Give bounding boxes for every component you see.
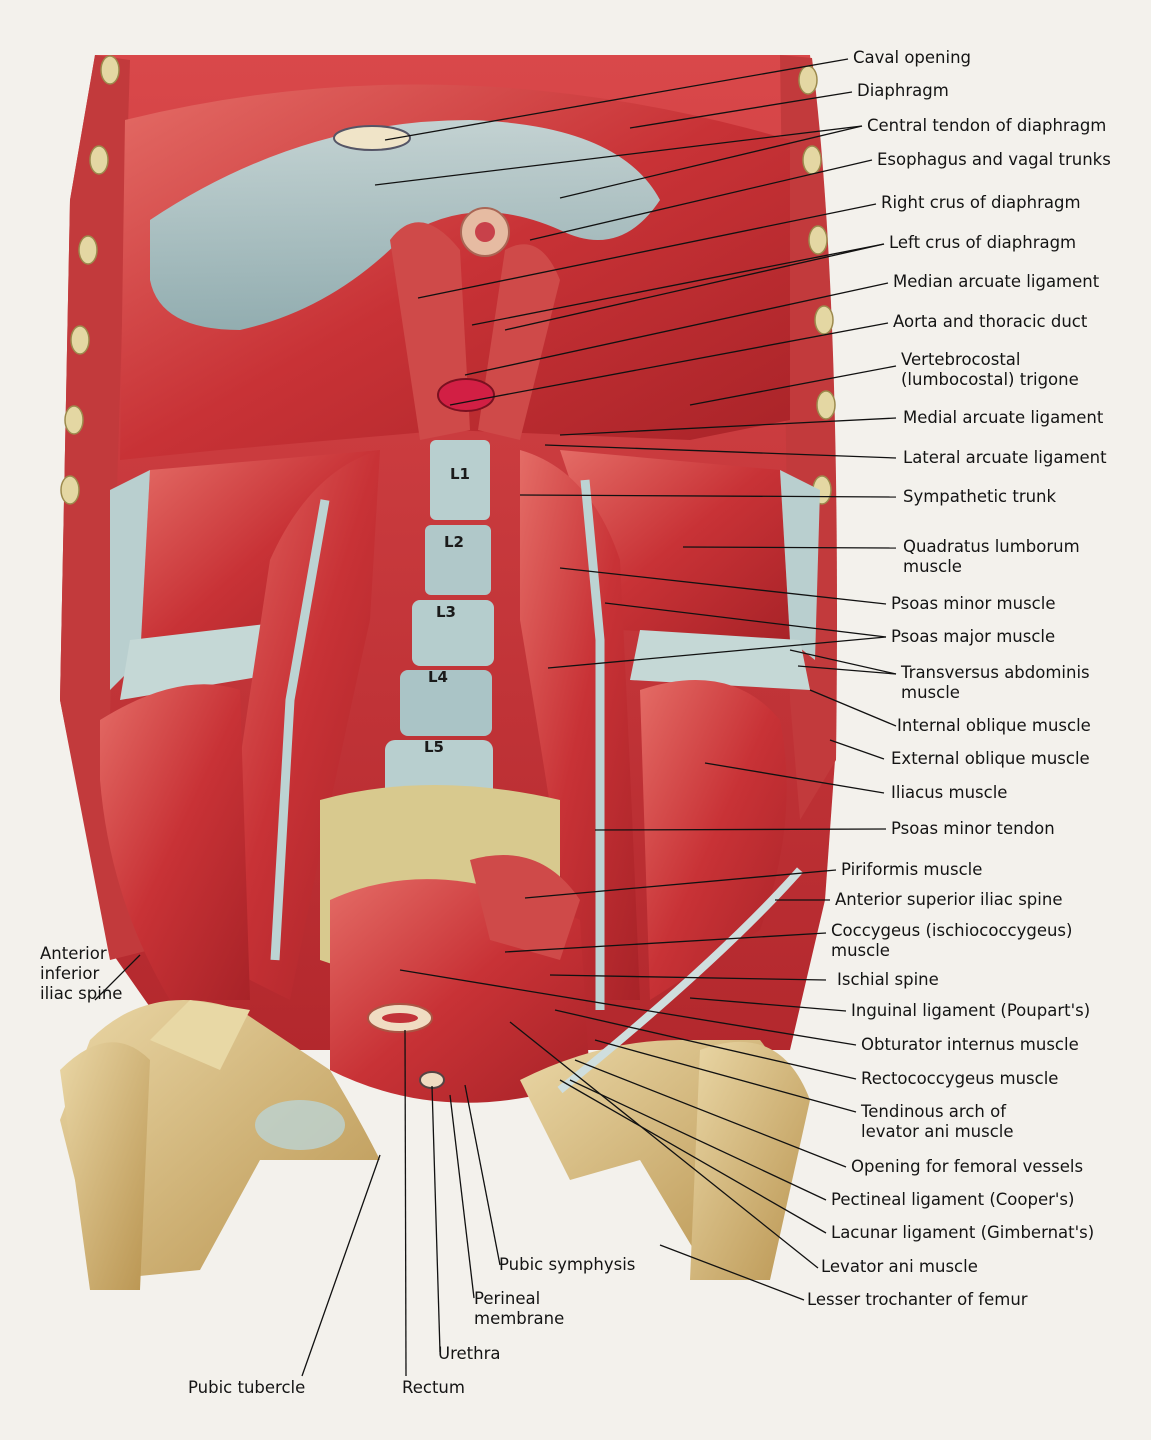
label-lesser-trochanter: Lesser trochanter of femur: [807, 1290, 1028, 1309]
label-piriformis: Piriformis muscle: [841, 860, 983, 879]
label-central-tendon: Central tendon of diaphragm: [867, 116, 1107, 135]
label-sympathetic-trunk: Sympathetic trunk: [903, 487, 1057, 506]
caval-opening-shape: [333, 125, 411, 151]
vertebra-l4: L4: [428, 668, 448, 686]
label-urethra: Urethra: [438, 1344, 501, 1363]
label-diaphragm: Diaphragm: [857, 81, 949, 100]
label-asis: Anterior superior iliac spine: [835, 890, 1063, 909]
label-esophagus: Esophagus and vagal trunks: [877, 150, 1111, 169]
label-internal-oblique: Internal oblique muscle: [897, 716, 1091, 735]
label-coccygeus: Coccygeus (ischiococcygeus) muscle: [831, 921, 1073, 960]
label-iliacus: Iliacus muscle: [891, 783, 1008, 802]
label-obturator-internus: Obturator internus muscle: [861, 1035, 1079, 1054]
left-body-wall: [60, 55, 150, 960]
label-right-crus: Right crus of diaphragm: [881, 193, 1081, 212]
label-ischial-spine: Ischial spine: [837, 970, 939, 989]
vertebra-l2: L2: [444, 533, 464, 551]
vertebra-l3: L3: [436, 603, 456, 621]
piriformis-shape: [470, 855, 580, 960]
label-pubic-tubercle: Pubic tubercle: [188, 1378, 306, 1397]
label-rectum: Rectum: [402, 1378, 465, 1397]
label-tendinous-arch: Tendinous arch of levator ani muscle: [861, 1102, 1014, 1141]
central-tendon: [150, 120, 660, 330]
label-left-crus: Left crus of diaphragm: [889, 233, 1077, 252]
label-caval-opening: Caval opening: [853, 48, 972, 67]
left-femur: [60, 1042, 150, 1290]
urethra-shape: [419, 1071, 445, 1089]
label-psoas-minor-tendon: Psoas minor tendon: [891, 819, 1055, 838]
label-femoral-opening: Opening for femoral vessels: [851, 1157, 1084, 1176]
aorta-shape: [437, 378, 495, 412]
label-psoas-minor: Psoas minor muscle: [891, 594, 1056, 613]
left-iliacus: [100, 684, 250, 1000]
leader-lines: [94, 58, 897, 1377]
label-aiis: Anterior inferior iliac spine: [40, 944, 123, 1003]
label-aorta: Aorta and thoracic duct: [893, 312, 1088, 331]
left-psoas-major: [210, 450, 380, 1000]
inguinal-ligament-shape: [557, 867, 803, 1094]
vertebra-l1: L1: [450, 465, 470, 483]
obturator-region: [255, 1100, 345, 1150]
label-inguinal-ligament: Inguinal ligament (Poupart's): [851, 1001, 1091, 1020]
label-transversus-abdominis: Transversus abdominis muscle: [901, 663, 1090, 702]
label-quadratus-lumborum: Quadratus lumborum muscle: [903, 537, 1080, 576]
label-rectococcygeus: Rectococcygeus muscle: [861, 1069, 1059, 1088]
vertebra-l5: L5: [424, 738, 444, 756]
label-median-arcuate: Median arcuate ligament: [893, 272, 1100, 291]
label-medial-arcuate: Medial arcuate ligament: [903, 408, 1104, 427]
label-pubic-symphysis: Pubic symphysis: [499, 1255, 636, 1274]
label-external-oblique: External oblique muscle: [891, 749, 1090, 768]
label-vertebrocostal-trigone: Vertebrocostal (lumbocostal) trigone: [901, 350, 1079, 389]
right-psoas-major: [520, 450, 640, 1000]
label-pectineal-ligament: Pectineal ligament (Cooper's): [831, 1190, 1075, 1209]
label-psoas-major: Psoas major muscle: [891, 627, 1056, 646]
label-levator-ani: Levator ani muscle: [821, 1257, 978, 1276]
label-lacunar-ligament: Lacunar ligament (Gimbernat's): [831, 1223, 1095, 1242]
psoas-minor-tendon-shape: [580, 479, 605, 1010]
right-femur: [690, 1041, 810, 1280]
label-lateral-arcuate: Lateral arcuate ligament: [903, 448, 1107, 467]
left-crus: [478, 244, 560, 440]
label-perineal-membrane: Perineal membrane: [474, 1289, 565, 1328]
